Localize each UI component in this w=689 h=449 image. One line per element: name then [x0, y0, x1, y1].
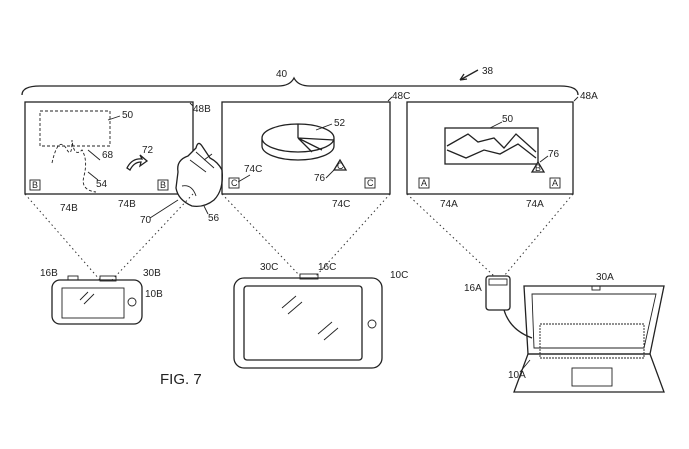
label-corner-74a-right: 74A — [526, 199, 544, 210]
label-tablet-10c: 10C — [390, 270, 408, 281]
label-panel-48a: 48A — [580, 91, 598, 102]
tablet-device-10c — [233, 273, 383, 369]
box-letter-a-cursor: B — [535, 163, 541, 173]
label-system-38: 38 — [482, 66, 494, 77]
label-region-50: 50 — [122, 110, 134, 121]
panel-48b: 50 68 54 72 B B — [24, 101, 194, 195]
curved-arrow-72 — [126, 154, 149, 171]
box-letter-c-left: C — [231, 178, 238, 188]
panel-48a: 50 B 76 A A — [406, 101, 574, 195]
label-corner-74b-right: 74B — [118, 199, 136, 210]
label-cursor-a-76: 76 — [548, 149, 560, 160]
cursor-triangle-c — [332, 158, 348, 171]
projection-lines — [24, 193, 574, 281]
label-corner-74c-right: 74C — [332, 199, 350, 210]
figure-caption: FIG. 7 — [160, 371, 202, 388]
label-laptop-30a: 30A — [596, 272, 614, 283]
hand-icon — [175, 142, 223, 208]
box-letter-b-left: B — [32, 180, 38, 190]
label-corner-74b-left: 74B — [60, 203, 78, 214]
camera-device-16a — [485, 275, 511, 311]
bracket-40 — [21, 76, 579, 96]
label-hand-56: 56 — [208, 213, 220, 224]
panel-48c: 52 C 76 C C 74C — [221, 101, 391, 195]
label-tablet-16c: 16C — [318, 262, 336, 273]
label-chart-50: 50 — [502, 114, 514, 125]
label-laptop-10a: 10A — [508, 370, 526, 381]
label-tablet-30c: 30C — [260, 262, 278, 273]
dashed-region-50 — [39, 110, 111, 147]
box-letter-c-right: C — [367, 178, 374, 188]
label-bracket-40: 40 — [276, 69, 288, 80]
label-camera-16a: 16A — [464, 283, 482, 294]
pie-chart-52 — [261, 123, 335, 161]
box-letter-c-cursor: C — [337, 161, 344, 171]
label-hand-70: 70 — [140, 215, 152, 226]
label-path-68: 68 — [102, 150, 114, 161]
box-letter-b-right: B — [160, 180, 166, 190]
phone-device-10b — [51, 275, 143, 325]
box-letter-a-left: A — [421, 178, 427, 188]
cursor-triangle-a — [530, 160, 546, 173]
label-panel-48c: 48C — [392, 91, 410, 102]
laptop-device-10a — [513, 285, 665, 393]
label-panel-48b: 48B — [193, 104, 211, 115]
label-corner-74a-left: 74A — [440, 199, 458, 210]
label-arrow-72: 72 — [142, 145, 154, 156]
label-phone-10b: 10B — [145, 289, 163, 300]
label-phone-30b: 30B — [143, 268, 161, 279]
label-phone-16b: 16B — [40, 268, 58, 279]
label-corner-74c-top: 74C — [244, 164, 262, 175]
arrow-38 — [459, 69, 479, 81]
label-cursor-c-76: 76 — [314, 173, 326, 184]
label-path-54: 54 — [96, 179, 108, 190]
label-pie-52: 52 — [334, 118, 346, 129]
line-chart-50 — [444, 127, 539, 165]
gesture-path-54 — [51, 139, 97, 193]
box-letter-a-right: A — [552, 178, 558, 188]
